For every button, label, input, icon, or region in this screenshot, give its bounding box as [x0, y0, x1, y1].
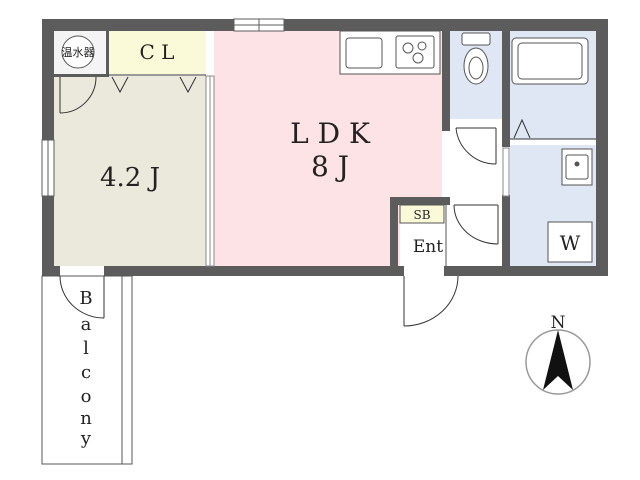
entrance-door — [403, 275, 459, 327]
north-arrow-icon — [543, 330, 573, 390]
shoe-box — [399, 204, 445, 224]
hallway-area — [450, 119, 502, 197]
compass-north-label: N — [551, 313, 566, 333]
balcony-letter: B — [79, 288, 92, 309]
balcony-letter: l — [83, 338, 89, 359]
sliding-partition — [205, 75, 215, 267]
entrance-area — [400, 223, 446, 266]
shoe-box-label: SB — [413, 208, 430, 222]
left-window — [41, 139, 55, 197]
washer-label: W — [560, 231, 581, 255]
toilet-door — [455, 127, 497, 165]
closet-area — [108, 31, 206, 74]
top-window — [233, 18, 285, 32]
balcony-letter: c — [81, 362, 91, 383]
bathroom-door — [510, 118, 596, 140]
toilet — [461, 32, 491, 85]
balcony-letter: a — [81, 314, 92, 335]
balcony-opening — [60, 266, 104, 276]
balcony-letter: n — [80, 408, 92, 429]
washer-space: W — [547, 221, 593, 263]
balcony-letter: y — [80, 428, 92, 449]
balcony — [41, 275, 133, 465]
kitchen-counter — [339, 30, 441, 75]
water-heater: 温水器 — [61, 35, 95, 69]
bathtub — [511, 37, 589, 85]
washroom-sliding-door — [502, 147, 510, 197]
balcony-letter: o — [81, 386, 92, 407]
ldk-size-label: 8 J — [311, 150, 349, 183]
wash-basin — [561, 148, 593, 186]
balcony-label: B a l c o n y — [79, 288, 92, 449]
ldk-label: L D K — [290, 117, 371, 150]
hall-door — [453, 204, 499, 245]
entrance-opening — [404, 266, 444, 276]
bedroom-door — [59, 76, 97, 114]
compass: N — [525, 313, 591, 395]
walls — [42, 19, 608, 276]
water-heater-label: 温水器 — [62, 46, 95, 59]
entrance-label: Ent — [413, 237, 443, 257]
closet-doors — [108, 74, 206, 94]
balcony-door — [59, 275, 105, 319]
closet-label: C L — [140, 40, 175, 64]
bedroom-label: 4.2 J — [100, 163, 160, 193]
